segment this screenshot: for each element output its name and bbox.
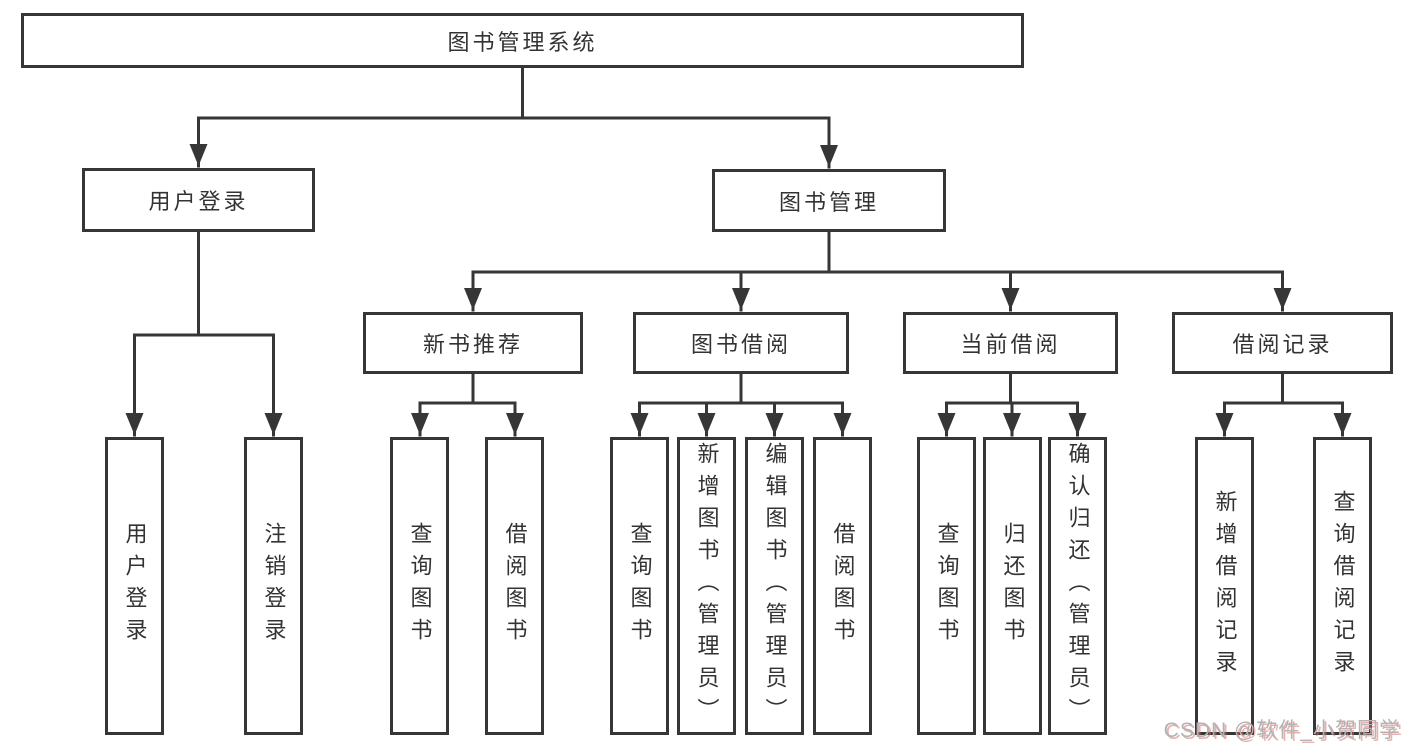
leaf-newbook-query-books: 查询图书 [390,437,449,735]
leaf-logout-label: 注销登录 [261,522,287,650]
node-borrowing-records: 借阅记录 [1172,312,1393,374]
connector-current-to-leaves [937,372,1087,437]
node-root: 图书管理系统 [21,13,1024,68]
leaf-current-query-books-label: 查询图书 [934,522,960,650]
leaf-records-add-record-label: 新增借阅记录 [1212,490,1238,682]
node-current-borrowing: 当前借阅 [903,312,1118,374]
connector-root-to-level2 [189,66,838,169]
leaf-borrowing-add-books-admin: 新增图书（管理员） [677,437,736,735]
leaf-user-login-label: 用户登录 [122,522,148,650]
leaf-borrowing-edit-books-admin: 编辑图书（管理员） [745,437,804,735]
connector-userlogin-to-leaves [125,230,283,437]
node-book-management: 图书管理 [712,169,946,232]
connector-newbook-to-leaves [411,372,524,437]
leaf-records-add-record: 新增借阅记录 [1195,437,1254,735]
connector-bookmgmt-to-level3 [464,230,1292,312]
connector-borrowing-to-leaves [630,372,852,437]
node-borrowing-records-label: 借阅记录 [1232,332,1333,357]
node-user-login-label: 用户登录 [148,189,249,214]
csdn-watermark: CSDN @软件_小贺同学 [1164,714,1401,744]
leaf-newbook-borrow-books-label: 借阅图书 [502,522,528,650]
leaf-logout: 注销登录 [244,437,303,735]
leaf-records-query-record: 查询借阅记录 [1313,437,1372,735]
node-book-borrowing: 图书借阅 [633,312,849,374]
node-new-book-recommend-label: 新书推荐 [422,332,523,357]
node-user-login: 用户登录 [82,168,315,232]
node-root-label: 图书管理系统 [447,29,598,55]
node-current-borrowing-label: 当前借阅 [960,332,1061,357]
node-book-management-label: 图书管理 [778,189,879,215]
leaf-user-login: 用户登录 [105,437,164,735]
leaf-records-query-record-label: 查询借阅记录 [1330,490,1356,682]
leaf-borrowing-edit-books-admin-label: 编辑图书（管理员） [762,442,788,730]
connector-records-to-leaves [1215,372,1352,437]
leaf-borrowing-query-books: 查询图书 [610,437,669,735]
csdn-watermark-text: CSDN @软件_小贺同学 [1163,719,1401,742]
node-book-borrowing-label: 图书借阅 [690,332,791,357]
leaf-newbook-borrow-books: 借阅图书 [485,437,544,735]
leaf-borrowing-query-books-label: 查询图书 [627,522,653,650]
node-new-book-recommend: 新书推荐 [363,312,583,374]
leaf-current-return-books-label: 归还图书 [1000,522,1026,650]
leaf-borrowing-add-books-admin-label: 新增图书（管理员） [694,442,720,730]
leaf-borrowing-borrow-books-label: 借阅图书 [830,522,856,650]
leaf-current-confirm-return-admin: 确认归还（管理员） [1048,437,1107,735]
leaf-current-query-books: 查询图书 [917,437,976,735]
leaf-current-confirm-return-admin-label: 确认归还（管理员） [1065,442,1091,730]
leaf-newbook-query-books-label: 查询图书 [407,522,433,650]
leaf-current-return-books: 归还图书 [983,437,1042,735]
leaf-borrowing-borrow-books: 借阅图书 [813,437,872,735]
